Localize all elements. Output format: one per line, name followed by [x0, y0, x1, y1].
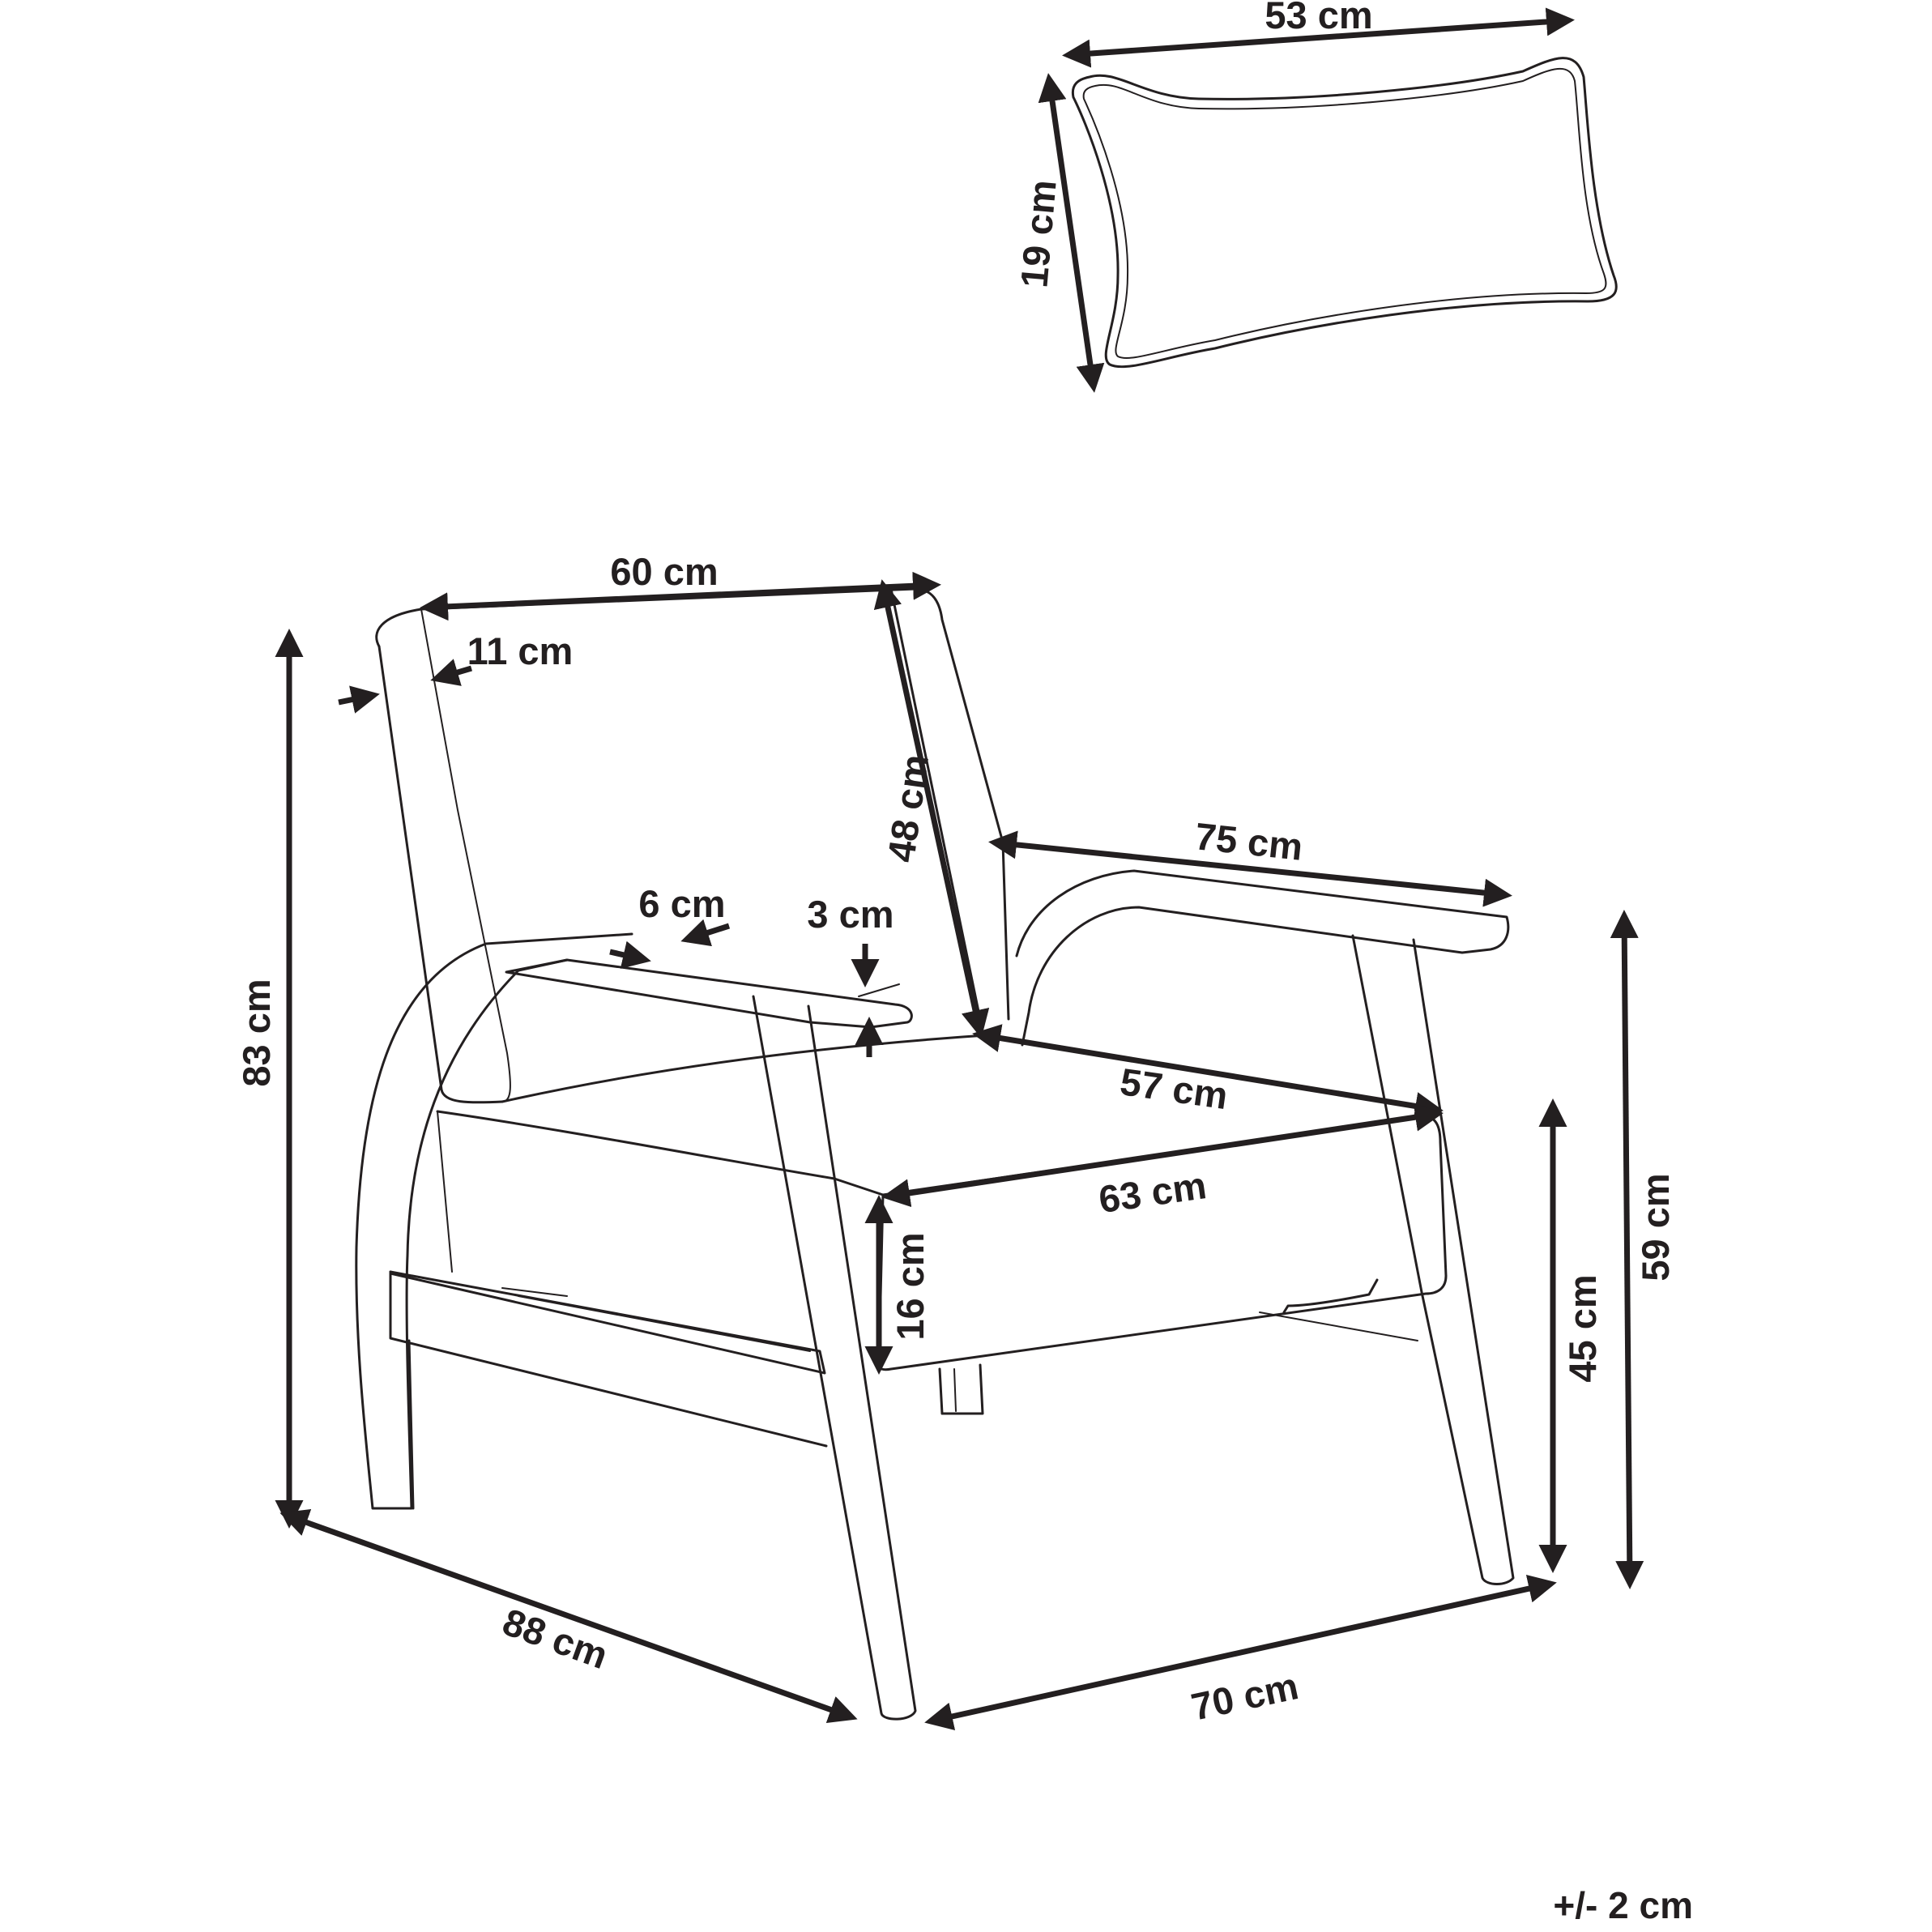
- label-backrest-height: 48 cm: [879, 752, 936, 864]
- right-arm-curve: [1015, 869, 1510, 1047]
- tolerance-note: +/- 2 cm: [1553, 1884, 1693, 1926]
- front-left-leg: [752, 995, 917, 1721]
- label-backrest-thickness: 11 cm: [467, 629, 574, 672]
- left-arm-curve: [355, 932, 633, 1510]
- label-pillow-height: 19 cm: [1012, 178, 1064, 289]
- front-stretcher: [389, 1270, 826, 1375]
- label-total-depth: 70 cm: [1188, 1664, 1302, 1729]
- label-seat-width: 63 cm: [1096, 1163, 1209, 1221]
- label-seat-height: 45 cm: [1561, 1274, 1604, 1382]
- dimension-lines: [275, 7, 1644, 1731]
- label-backrest-width: 60 cm: [610, 550, 718, 593]
- left-armrest: [505, 958, 913, 1029]
- label-cushion-thickness: 16 cm: [889, 1232, 932, 1340]
- seat-cushion: [436, 1110, 1448, 1371]
- pillow: [1071, 57, 1618, 369]
- right-leg: [1351, 934, 1515, 1585]
- label-armrest-width: 6 cm: [638, 882, 725, 925]
- label-armrest-height: 59 cm: [1634, 1173, 1677, 1281]
- label-seat-depth: 57 cm: [1118, 1060, 1230, 1117]
- label-armrest-thickness: 3 cm: [807, 893, 893, 936]
- label-total-height: 83 cm: [235, 979, 278, 1086]
- dimension-labels: 53 cm 19 cm 60 cm 11 cm 48 cm 83 cm 75 c…: [235, 0, 1693, 1926]
- label-pillow-width: 53 cm: [1265, 0, 1372, 36]
- label-armrest-depth: 75 cm: [1193, 814, 1305, 868]
